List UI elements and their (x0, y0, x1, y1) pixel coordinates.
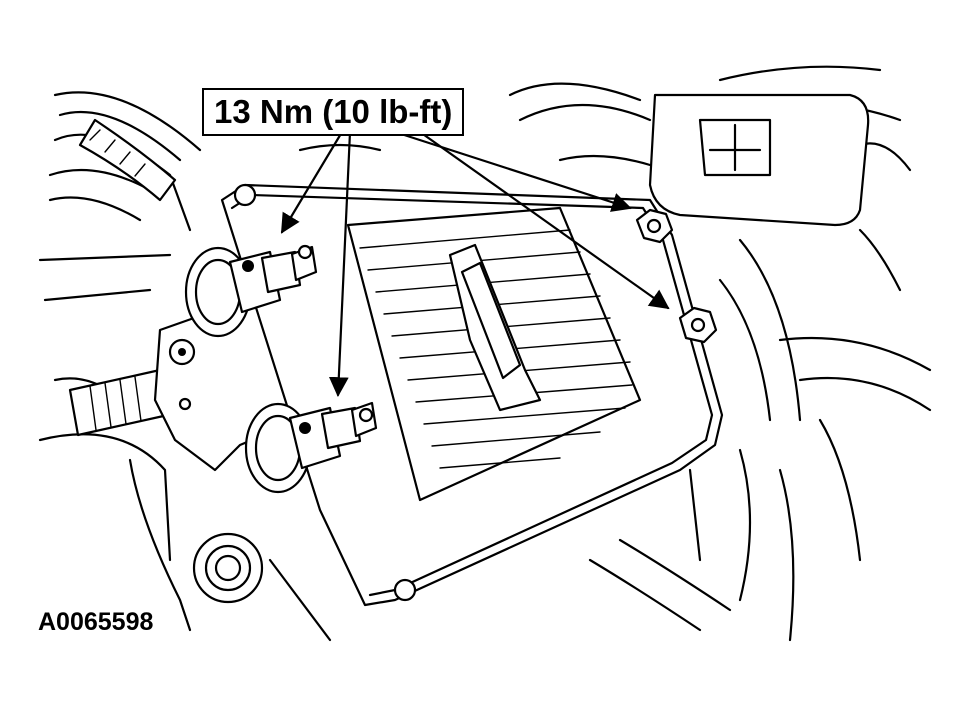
hose (78, 118, 177, 202)
upper-connector (184, 244, 318, 338)
control-module (220, 183, 724, 607)
torque-callout: 13 Nm (10 lb-ft) (202, 88, 465, 136)
leader-arrows (280, 130, 670, 397)
upper-right-nut (635, 208, 674, 244)
lower-connector (244, 401, 378, 494)
lower-left-fitting (192, 532, 264, 604)
figure-id-label: A0065598 (38, 608, 154, 636)
background-structure (38, 65, 932, 642)
upper-bracket (648, 93, 870, 227)
lower-right-nut (678, 306, 718, 344)
